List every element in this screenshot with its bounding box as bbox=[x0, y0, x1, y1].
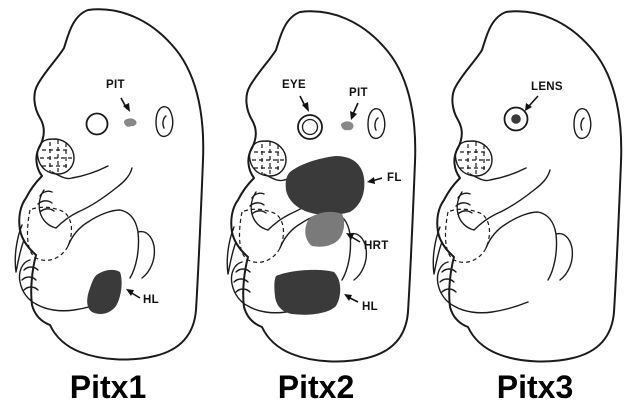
pituitary-expression bbox=[341, 121, 354, 130]
panel-pitx1: PIT HL Pitx1 bbox=[15, 9, 203, 405]
lens-arrow bbox=[529, 96, 538, 106]
label-lens: LENS bbox=[531, 81, 563, 93]
hindlimb-expression bbox=[87, 270, 121, 314]
embryo-outline bbox=[433, 11, 621, 361]
eye-inner bbox=[303, 120, 318, 135]
label-hl: HL bbox=[362, 301, 378, 313]
hindlimb-expression bbox=[274, 270, 340, 315]
forelimb-expression bbox=[286, 156, 365, 215]
panel-title: Pitx2 bbox=[278, 369, 354, 405]
panel-title: Pitx1 bbox=[70, 369, 146, 405]
hl-arrowhead bbox=[126, 289, 134, 296]
label-hrt: HRT bbox=[364, 240, 389, 252]
label-fl: FL bbox=[387, 172, 402, 184]
label-hl: HL bbox=[143, 294, 159, 306]
panel-title: Pitx3 bbox=[497, 369, 573, 405]
lens-expression bbox=[511, 114, 521, 124]
panel-pitx2: EYE PIT FL HRT HL Pitx2 bbox=[227, 11, 415, 405]
eye bbox=[87, 114, 108, 135]
label-pit: PIT bbox=[106, 79, 125, 91]
label-pit: PIT bbox=[349, 87, 368, 99]
eye bbox=[298, 115, 322, 139]
pit-arrow bbox=[353, 103, 358, 114]
pituitary-expression bbox=[124, 118, 137, 126]
hl-arrowhead bbox=[344, 294, 352, 301]
panel-pitx3: LENS Pitx3 bbox=[433, 11, 621, 405]
label-eye: EYE bbox=[282, 79, 306, 91]
fl-arrowhead bbox=[367, 177, 375, 184]
